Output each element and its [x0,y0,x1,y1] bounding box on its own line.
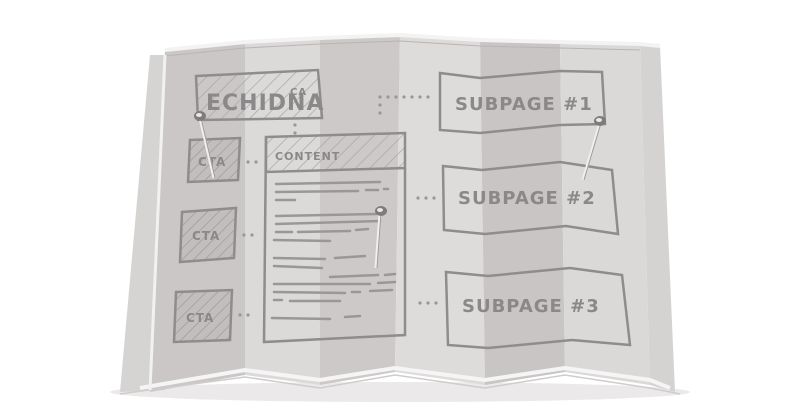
cta-box-1: CTA [186,136,242,184]
pin-icon [374,206,387,269]
content-text-lines [270,180,397,321]
logo-suffix: CA [290,87,307,98]
cta-box-2: CTA [178,206,238,264]
connector-dots [238,95,438,317]
subpage-label-1: SUBPAGE #1 [455,94,593,115]
subpage-box-2: SUBPAGE #2 [441,160,620,236]
logo-box: ECHIDNA CA [194,68,324,122]
content-box: CONTENT [262,131,407,344]
subpage-box-3: SUBPAGE #3 [444,266,632,350]
subpage-label-3: SUBPAGE #3 [462,296,600,317]
content-label: CONTENT [275,150,340,163]
svg-text:CTA: CTA [186,311,214,325]
subpage-box-1: SUBPAGE #1 [438,69,607,135]
svg-text:CTA: CTA [192,229,220,243]
subpage-label-2: SUBPAGE #2 [458,188,596,209]
cta-box-3: CTA [172,288,234,344]
folded-map [119,32,681,395]
pin-icon [581,116,606,181]
ground-shadow [110,382,690,402]
logo-text: ECHIDNA [206,91,324,116]
pin-icon [194,111,216,179]
